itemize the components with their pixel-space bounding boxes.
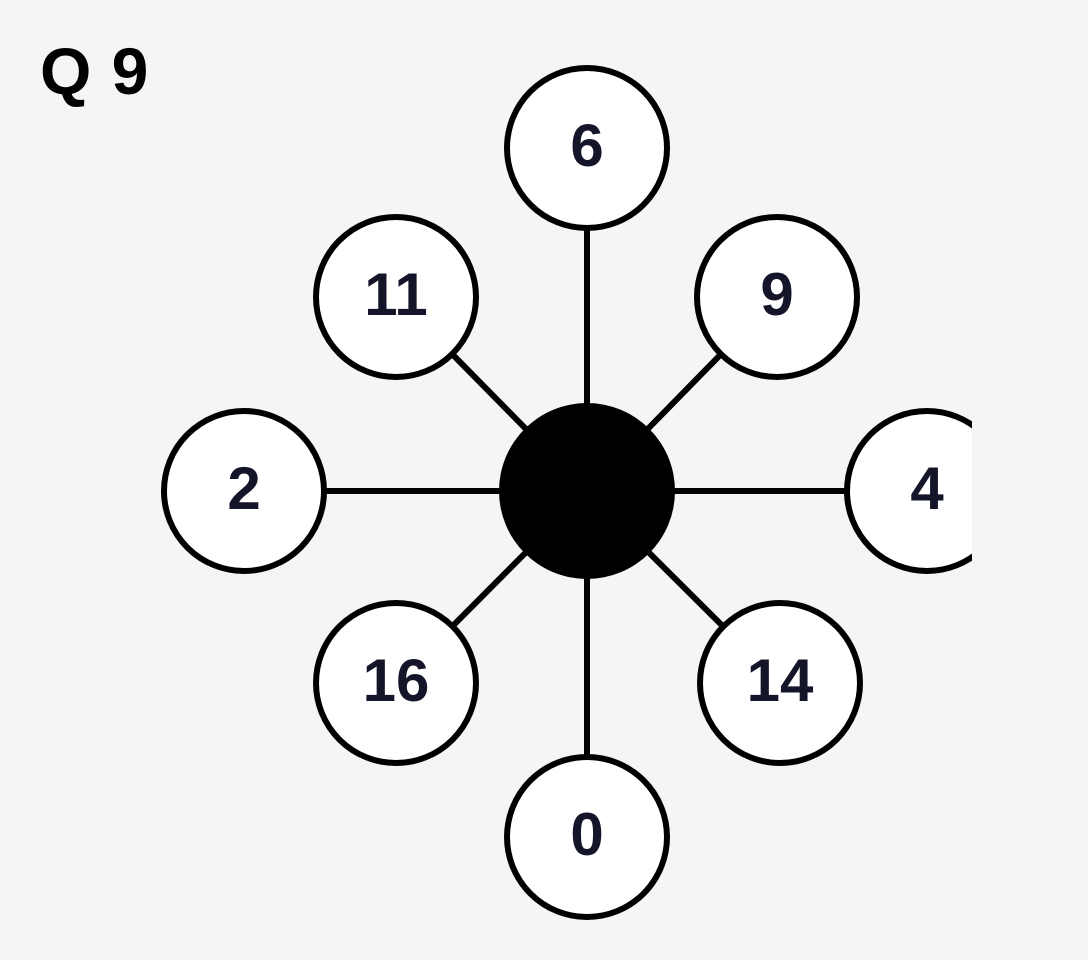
node-circle-bottom xyxy=(504,754,670,920)
node-value-left: 2 xyxy=(227,455,260,522)
node-circle-right xyxy=(844,408,972,574)
node-bottom-left: 16 xyxy=(313,600,479,766)
question-number: Q 9 xyxy=(40,34,150,108)
node-bottom-right: 14 xyxy=(697,600,863,766)
node-value-bottom-left: 16 xyxy=(363,647,430,714)
node-value-right: 4 xyxy=(910,455,944,522)
node-circle-bottom-left xyxy=(313,600,479,766)
node-circle-bottom-right xyxy=(697,600,863,766)
node-top: 6 xyxy=(504,65,670,231)
node-value-top-left: 11 xyxy=(364,261,427,328)
node-circle-left xyxy=(161,408,327,574)
node-value-bottom: 0 xyxy=(570,801,603,868)
node-value-bottom-right: 14 xyxy=(747,647,814,714)
node-top-left: 11 xyxy=(313,214,479,380)
center-hub xyxy=(499,403,675,579)
node-right: 4 xyxy=(844,408,972,574)
node-circle-top-right xyxy=(694,214,860,380)
node-circle-top xyxy=(504,65,670,231)
node-top-right: 9 xyxy=(694,214,860,380)
node-value-top-right: 9 xyxy=(760,261,793,328)
nodes: 6 9 4 14 0 16 2 11 xyxy=(161,65,972,920)
node-circle-top-left xyxy=(313,214,479,380)
node-bottom: 0 xyxy=(504,754,670,920)
node-left: 2 xyxy=(161,408,327,574)
node-value-top: 6 xyxy=(570,112,603,179)
